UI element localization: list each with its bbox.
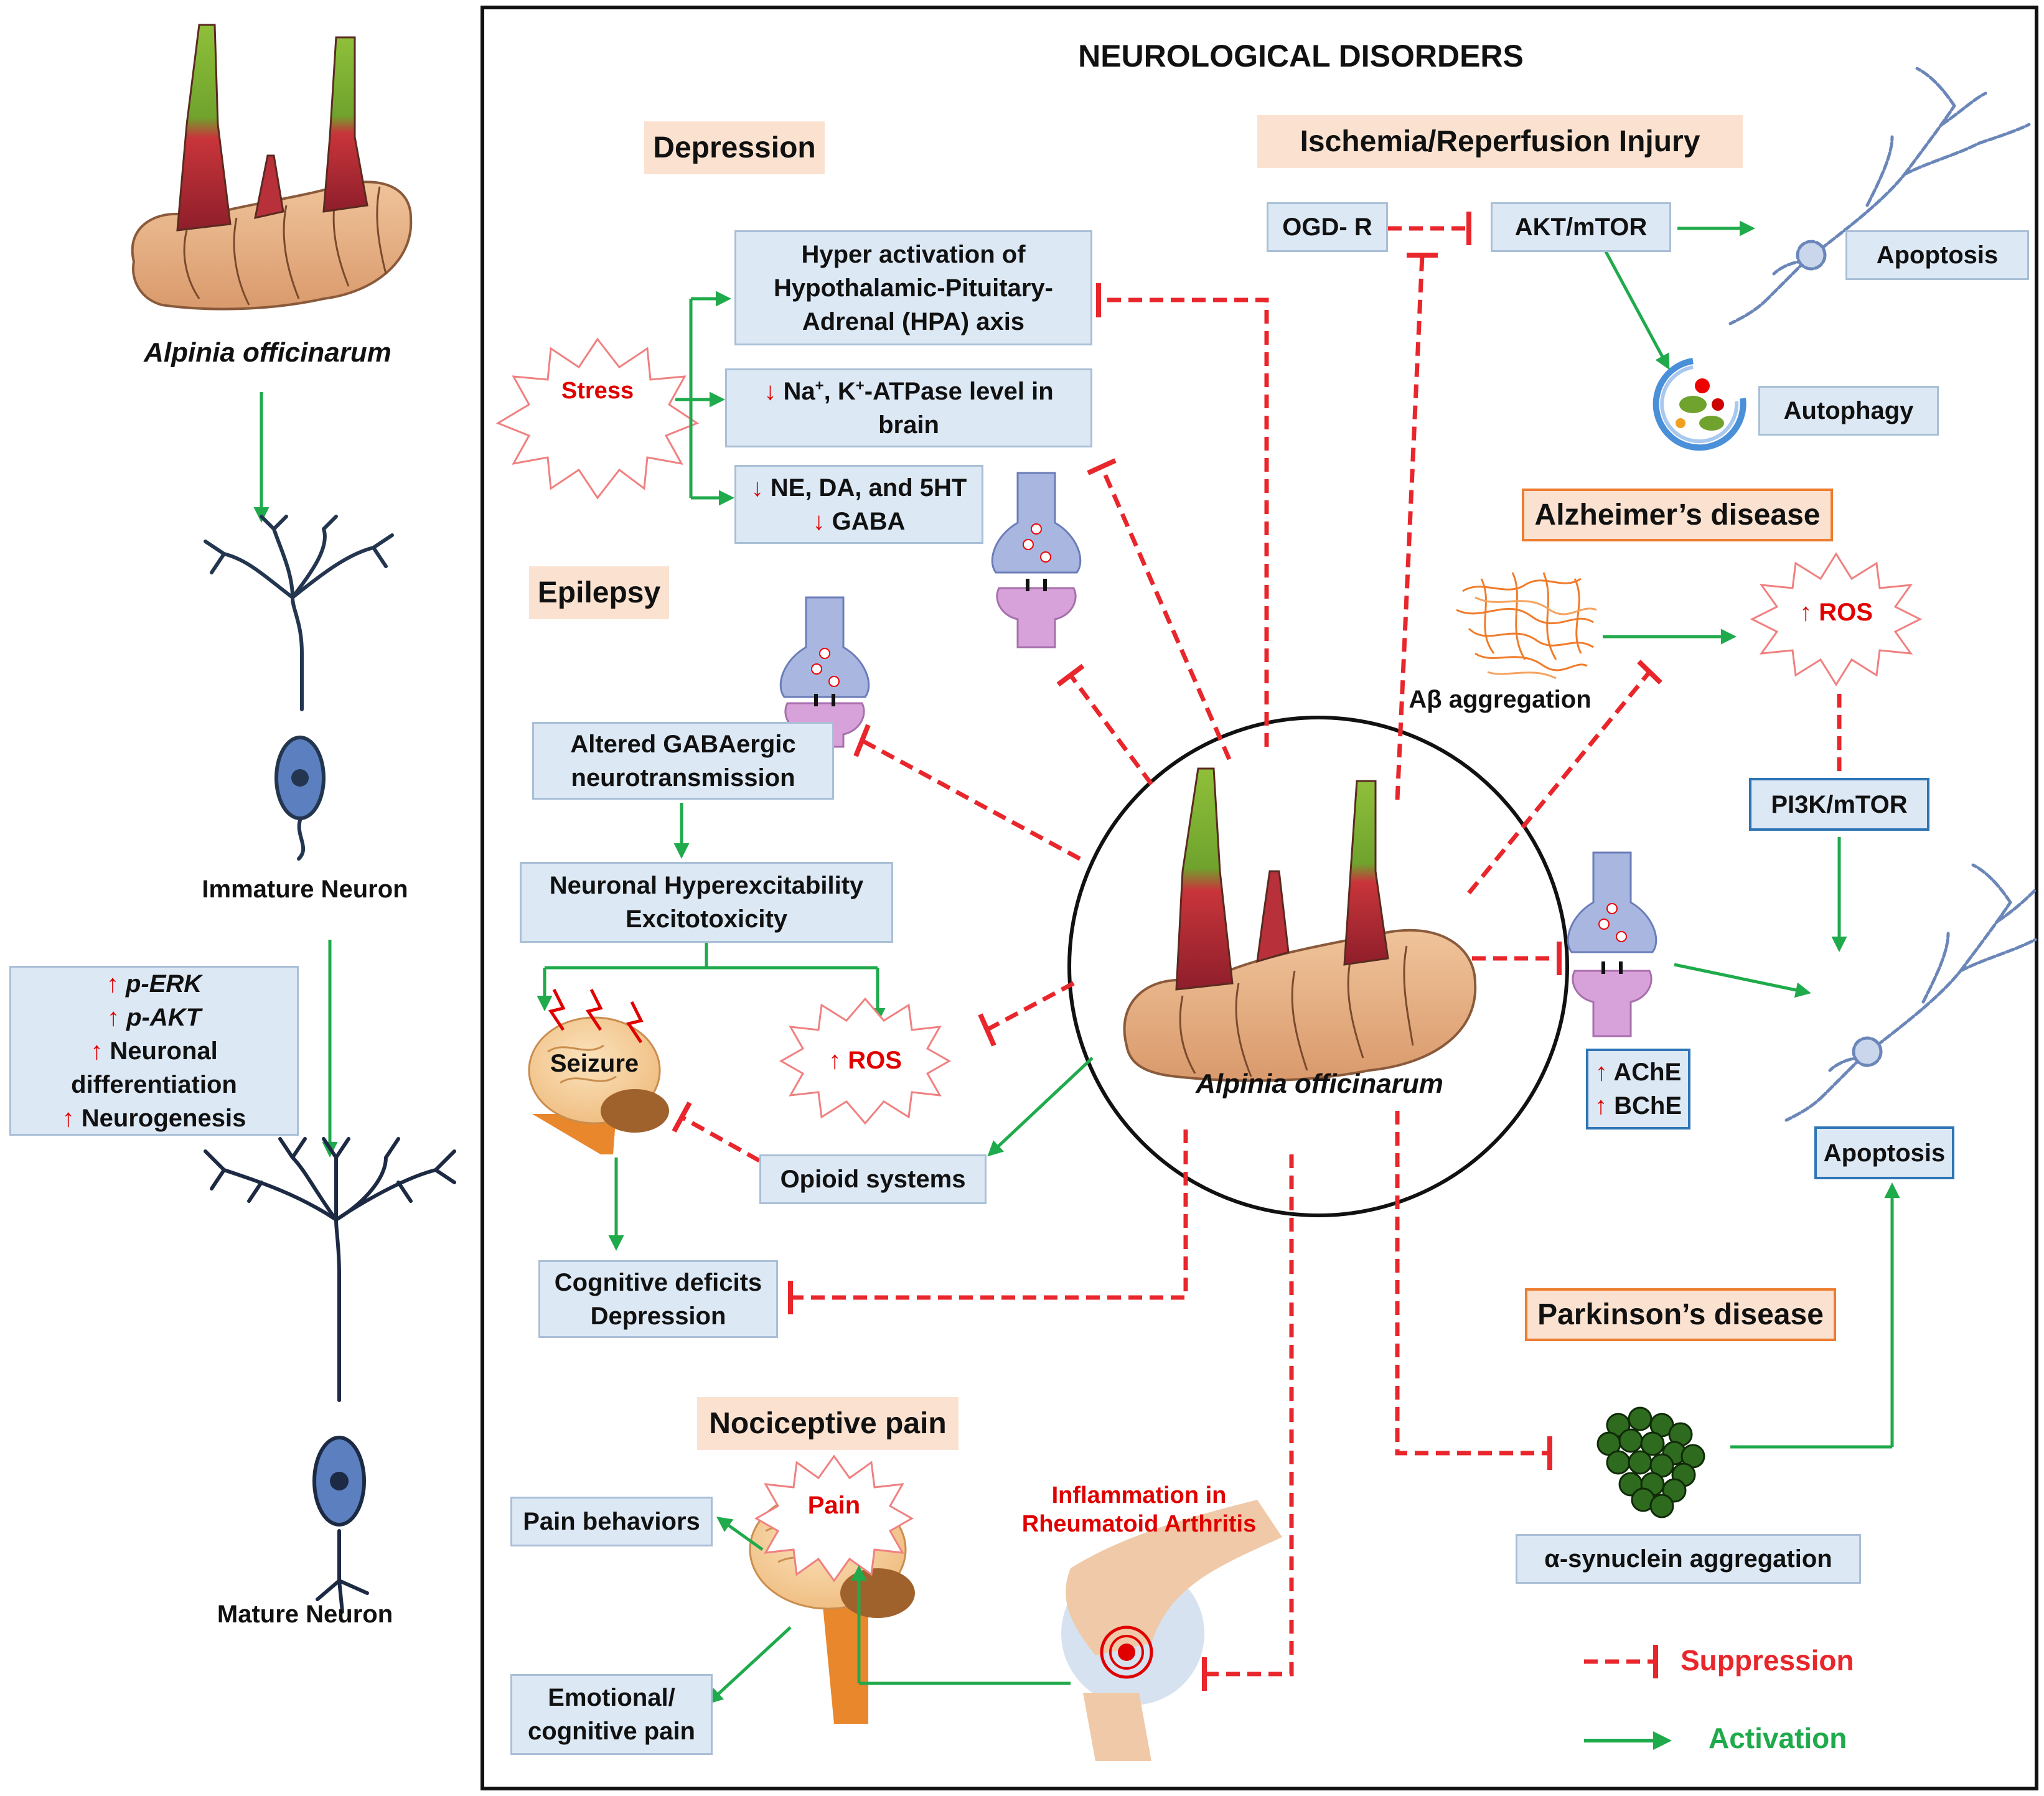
hpa-axis-box: Hyper activation of Hypothalamic-Pituita… — [734, 230, 1092, 345]
marker-perk: ↑ p-ERK — [106, 970, 202, 998]
heading-ischemia: Ischemia/Reperfusion Injury — [1257, 115, 1743, 168]
suppression-lines — [680, 226, 1842, 1677]
legend-suppression-label: Suppression — [1681, 1644, 1854, 1677]
ros-label-alzheimer: ↑ ROS — [1799, 599, 1873, 626]
autophagy-illustration — [1653, 358, 1746, 451]
heading-parkinson: Parkinson’s disease — [1525, 1288, 1836, 1341]
hyperexcitability-box: Neuronal Hyperexcitability Excitotoxicit… — [520, 862, 893, 943]
pain-label: Pain — [807, 1492, 861, 1519]
legend-activation-label: Activation — [1709, 1722, 1847, 1754]
ros-starburst-alzheimer — [1750, 552, 1923, 686]
ros-label-epilepsy: ↑ ROS — [828, 1047, 902, 1074]
heading-nociceptive-pain: Nociceptive pain — [697, 1397, 959, 1450]
cholinesterase-box: ↑ AChE ↑ BChE — [1586, 1049, 1690, 1130]
marker-differentiation: ↑ Neuronal differentiation — [71, 1037, 237, 1098]
mature-neuron-illustration — [204, 1137, 456, 1614]
pain-starburst — [754, 1454, 914, 1583]
page-title: NEUROLOGICAL DISORDERS — [1078, 39, 1524, 73]
suppression-tbars — [672, 212, 1856, 1691]
mature-neuron-label: Mature Neuron — [217, 1601, 393, 1628]
heading-epilepsy: Epilepsy — [529, 566, 669, 619]
abeta-aggregate-illustration — [1456, 572, 1597, 680]
apoptosis-box-alzheimer: Apoptosis — [1814, 1126, 1954, 1179]
apoptosis-box-ischemia: Apoptosis — [1845, 230, 2029, 280]
neuronal-markers-box: ↑ p-ERK ↑ p-AKT ↑ Neuronal differentiati… — [9, 966, 299, 1136]
alpha-synuclein-box: α-synuclein aggregation — [1516, 1534, 1861, 1584]
immature-neuron-illustration — [204, 515, 394, 861]
altered-gabaergic-box: Altered GABAergic neurotransmission — [532, 722, 834, 800]
akt-mtor-box: AKT/mTOR — [1491, 202, 1671, 252]
heading-depression: Depression — [644, 121, 825, 174]
cognitive-deficits-box: Cognitive deficits Depression — [538, 1260, 778, 1338]
center-rhizome-illustration — [1123, 767, 1477, 1082]
seizure-label: Seizure — [550, 1050, 639, 1077]
opioid-systems-box: Opioid systems — [759, 1154, 987, 1204]
immature-neuron-label: Immature Neuron — [202, 876, 408, 903]
marker-neurogenesis: ↑ Neurogenesis — [62, 1104, 246, 1132]
ros-starburst-epilepsy — [779, 997, 952, 1125]
neurotransmitter-box: ↓ NE, DA, and 5HT ↓ GABA — [734, 465, 983, 544]
pi3k-mtor-box: PI3K/mTOR — [1749, 778, 1929, 831]
seizure-brain-illustration — [528, 988, 669, 1154]
autophagy-box: Autophagy — [1758, 386, 1939, 436]
main-frame — [481, 6, 2038, 1790]
synapse-depression — [991, 472, 1082, 648]
atpase-box: ↓ Na+, K+-ATPase level in brain — [725, 368, 1092, 447]
marker-pakt: ↑ p-AKT — [106, 1003, 202, 1031]
abeta-label: Aβ aggregation — [1409, 686, 1592, 713]
synapse-alzheimer — [1567, 851, 1657, 1037]
stress-starburst — [495, 337, 700, 500]
knee-joint-illustration — [1061, 1500, 1282, 1761]
left-rhizome-illustration — [131, 24, 413, 311]
ogd-r-box: OGD- R — [1267, 202, 1388, 252]
alpha-synuclein-illustration — [1596, 1406, 1705, 1518]
emotional-cognitive-pain-box: Emotional/ cognitive pain — [510, 1674, 713, 1755]
heading-alzheimer: Alzheimer’s disease — [1522, 489, 1833, 541]
apoptotic-neuron-illustration-right — [1784, 863, 2037, 1122]
inflammation-label: Inflammation in Rheumatoid Arthritis — [1021, 1482, 1257, 1538]
center-plant-label: Alpinia officinarum — [1196, 1069, 1443, 1099]
stress-label: Stress — [561, 378, 634, 404]
apoptotic-neuron-illustration-top — [1728, 67, 2031, 325]
pain-behaviors-box: Pain behaviors — [510, 1497, 713, 1546]
left-plant-label: Alpinia officinarum — [144, 337, 391, 368]
